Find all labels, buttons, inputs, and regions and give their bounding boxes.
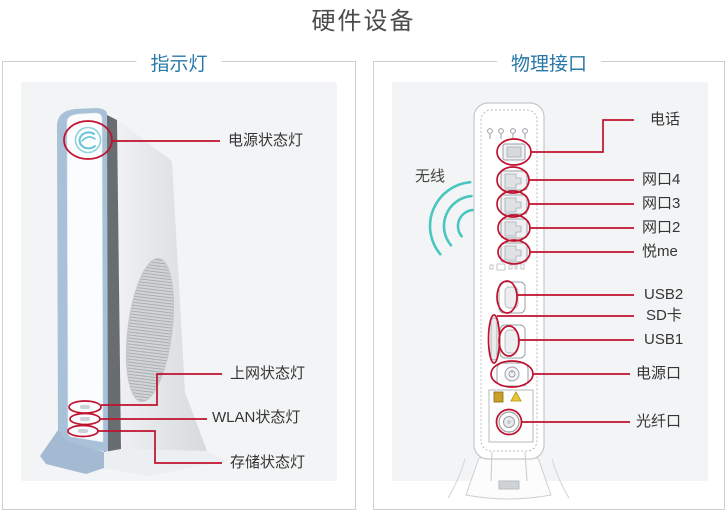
label-power-port: 电源口 bbox=[636, 365, 682, 382]
label-lan3: 网口3 bbox=[642, 195, 681, 212]
label-usb2: USB2 bbox=[644, 286, 684, 303]
indicator-panel-title: 指示灯 bbox=[136, 49, 222, 76]
label-power-status-light: 电源状态灯 bbox=[228, 132, 304, 149]
label-sd-card: SD卡 bbox=[646, 307, 682, 324]
indicator-lights-panel: 指示灯 bbox=[2, 49, 356, 510]
label-internet-status-light: 上网状态灯 bbox=[230, 365, 306, 382]
label-lan4: 网口4 bbox=[642, 171, 681, 188]
label-storage-status-light: 存储状态灯 bbox=[230, 454, 306, 471]
page-title: 硬件设备 bbox=[311, 8, 416, 35]
label-lan2: 网口2 bbox=[642, 219, 681, 236]
label-fiber-port: 光纤口 bbox=[636, 413, 682, 430]
label-wlan-status-light: WLAN状态灯 bbox=[212, 409, 301, 426]
ports-panel-title: 物理接口 bbox=[496, 49, 602, 76]
label-phone: 电话 bbox=[650, 111, 681, 128]
label-usb1: USB1 bbox=[644, 331, 684, 348]
label-wireless: 无线 bbox=[415, 168, 446, 185]
label-yueme: 悦me bbox=[642, 243, 678, 260]
